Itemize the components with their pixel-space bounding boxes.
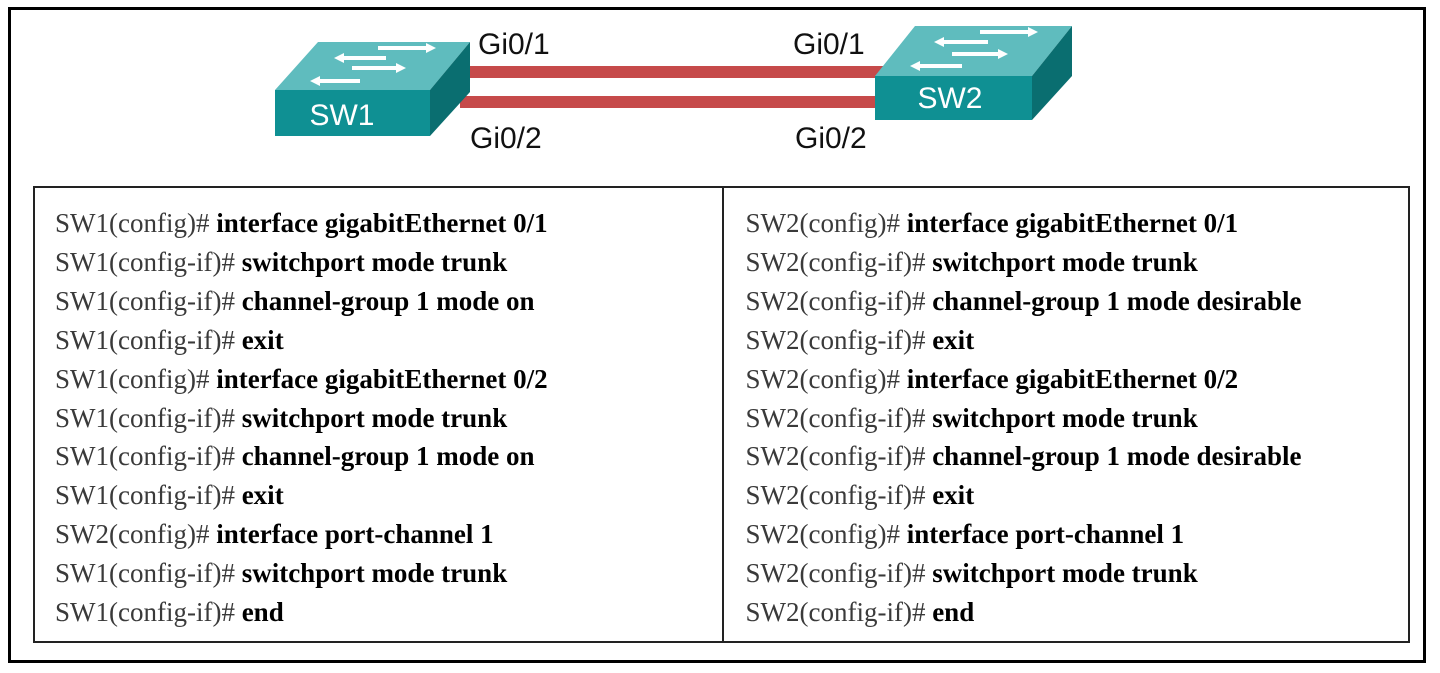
link-gi02 [460,96,885,108]
config-column-sw2: SW2(config)# interface gigabitEthernet 0… [721,188,1409,641]
sw1-front-face [275,90,430,136]
config-line: SW1(config-if)# channel-group 1 mode on [55,437,722,476]
config-command: channel-group 1 mode desirable [932,441,1302,472]
config-line: SW2(config-if)# channel-group 1 mode des… [746,282,1409,321]
sw1-arrows-icon [310,43,436,86]
sw2-side-face [1032,26,1072,120]
config-line: SW2(config)# interface port-channel 1 [746,515,1409,554]
config-command: interface gigabitEthernet 0/1 [216,208,548,238]
config-command: interface port-channel 1 [216,519,494,550]
sw2-arrows-icon [910,27,1038,71]
config-prompt: SW2(config-if)# [745,441,926,472]
config-line: SW1(config-if)# end [55,593,722,632]
config-line: SW1(config-if)# switchport mode trunk [55,399,722,438]
topology-diagram: SW1 SW2 [275,26,1072,136]
config-command: channel-group 1 mode desirable [932,285,1302,316]
config-prompt: SW1(config-if)# [55,285,235,316]
config-prompt: SW1(config-if)# [55,558,235,589]
config-prompt: SW2(config-if)# [745,285,926,316]
switch-label-sw2: SW2 [917,82,982,115]
config-prompt: SW1(config-if)# [55,597,235,628]
config-command: exit [241,480,284,511]
config-line: SW1(config-if)# channel-group 1 mode on [55,282,722,321]
config-prompt: SW1(config)# [55,363,210,394]
config-table: SW1(config)# interface gigabitEthernet 0… [33,186,1410,643]
config-prompt: SW2(config)# [55,519,210,550]
port-label-sw1-gi01: Gi0/1 [478,28,550,61]
config-line: SW1(config-if)# switchport mode trunk [55,243,722,282]
config-command: channel-group 1 mode on [241,285,535,316]
config-prompt: SW2(config-if)# [745,402,926,433]
config-command: channel-group 1 mode on [241,441,535,472]
switch-sw1-icon: SW1 [275,42,470,136]
config-prompt: SW2(config-if)# [745,597,926,628]
config-prompt: SW1(config)# [55,208,210,238]
sw1-side-face [430,42,470,136]
config-prompt: SW2(config)# [745,363,900,394]
config-command: interface gigabitEthernet 0/2 [216,363,548,394]
config-line: SW1(config)# interface gigabitEthernet 0… [55,360,722,399]
config-line: SW1(config)# interface gigabitEthernet 0… [55,204,722,243]
config-prompt: SW1(config-if)# [55,246,235,277]
config-line: SW2(config-if)# switchport mode trunk [746,399,1409,438]
config-command: switchport mode trunk [241,402,508,433]
config-command: exit [932,480,975,511]
sw2-front-face [875,76,1032,120]
switch-sw2-icon: SW2 [875,26,1072,120]
port-label-sw1-gi02: Gi0/2 [470,122,542,155]
config-command: end [241,597,284,628]
diagram-frame [8,7,1426,663]
config-command: switchport mode trunk [932,558,1198,589]
config-prompt: SW1(config-if)# [55,480,235,511]
config-line: SW2(config-if)# switchport mode trunk [746,243,1409,282]
config-command: interface gigabitEthernet 0/1 [906,208,1239,238]
config-line: SW2(config-if)# channel-group 1 mode des… [746,437,1409,476]
config-line: SW2(config)# interface gigabitEthernet 0… [746,204,1409,243]
config-command: switchport mode trunk [241,246,508,277]
config-line: SW2(config-if)# exit [746,321,1409,360]
config-prompt: SW1(config-if)# [55,324,235,355]
switch-label-sw1: SW1 [309,99,374,132]
config-command: switchport mode trunk [241,558,508,589]
config-line: SW2(config)# interface port-channel 1 [55,515,722,554]
config-line: SW2(config-if)# switchport mode trunk [746,554,1409,593]
config-command: exit [932,324,975,355]
config-command: interface port-channel 1 [906,519,1185,550]
config-line: SW1(config-if)# switchport mode trunk [55,554,722,593]
config-prompt: SW2(config)# [745,519,900,550]
config-column-sw1: SW1(config)# interface gigabitEthernet 0… [35,188,722,641]
config-prompt: SW2(config-if)# [745,480,926,511]
config-command: switchport mode trunk [932,246,1198,277]
config-prompt: SW1(config-if)# [55,441,235,472]
config-prompt: SW2(config-if)# [745,324,926,355]
port-label-sw2-gi01: Gi0/1 [793,28,865,61]
config-line: SW2(config-if)# exit [746,476,1409,515]
config-line: SW1(config-if)# exit [55,321,722,360]
config-command: end [932,597,975,628]
config-line: SW1(config-if)# exit [55,476,722,515]
link-gi01 [460,66,885,78]
sw2-top-face [875,26,1072,76]
config-prompt: SW1(config-if)# [55,402,235,433]
config-prompt: SW2(config)# [745,208,900,238]
config-command: exit [241,324,284,355]
config-line: SW2(config-if)# end [746,593,1409,632]
config-command: switchport mode trunk [932,402,1198,433]
port-label-sw2-gi02: Gi0/2 [795,122,867,155]
config-prompt: SW2(config-if)# [745,246,926,277]
config-command: interface gigabitEthernet 0/2 [906,363,1239,394]
config-prompt: SW2(config-if)# [745,558,926,589]
config-line: SW2(config)# interface gigabitEthernet 0… [746,360,1409,399]
